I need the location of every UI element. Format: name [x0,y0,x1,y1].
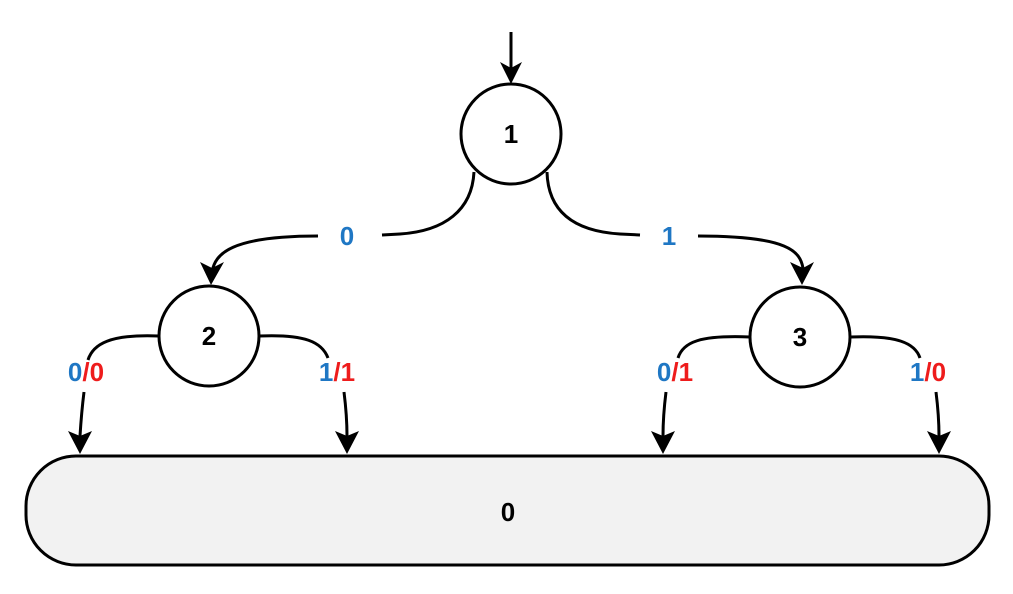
edge-2-to-terminal-a-sep: / [82,357,89,387]
edge-2-to-terminal-b-sep: / [333,357,340,387]
edge-3-to-terminal-b-label: 1/0 [910,357,946,387]
edge-2-to-terminal-a-input: 0 [68,357,82,387]
edge-2-to-terminal-a-output: 0 [90,357,104,387]
edge-3-to-terminal-b-sep: / [924,357,931,387]
edge-1-to-2-input: 0 [340,221,354,251]
state-node-3: 3 [748,285,852,389]
edge-1-to-3: 1 [545,171,814,285]
terminal-state: 0 [24,454,991,567]
edge-3-to-terminal-a-output: 1 [679,357,693,387]
edge-1-to-3-label: 1 [662,221,676,251]
state-node-1: 1 [459,82,563,186]
edge-2-to-terminal-b-label: 1/1 [319,357,355,387]
state-node-3-label: 3 [793,322,807,352]
terminal-state-label: 0 [501,497,515,527]
edge-2-to-terminal-a: 0/0 [68,334,160,454]
edge-2-to-terminal-b: 1/1 [258,334,359,454]
edge-3-to-terminal-b-input: 1 [910,357,924,387]
edge-2-to-terminal-b-input: 1 [319,357,333,387]
edge-3-to-terminal-b-output: 0 [932,357,946,387]
edge-2-to-terminal-b-output: 1 [341,357,355,387]
state-node-1-label: 1 [504,119,518,149]
edge-3-to-terminal-a-label: 0/1 [657,357,693,387]
edge-3-to-terminal-b: 1/0 [849,335,951,454]
edge-3-to-terminal-a: 0/1 [651,335,751,454]
start-arrow [500,32,522,84]
edge-3-to-terminal-a-input: 0 [657,357,671,387]
edge-1-to-2: 0 [200,171,476,285]
edge-3-to-terminal-a-sep: / [671,357,678,387]
edge-1-to-2-label: 0 [340,221,354,251]
state-node-2: 2 [157,284,261,388]
state-node-2-label: 2 [202,321,216,351]
edge-2-to-terminal-a-label: 0/0 [68,357,104,387]
edge-1-to-3-input: 1 [662,221,676,251]
